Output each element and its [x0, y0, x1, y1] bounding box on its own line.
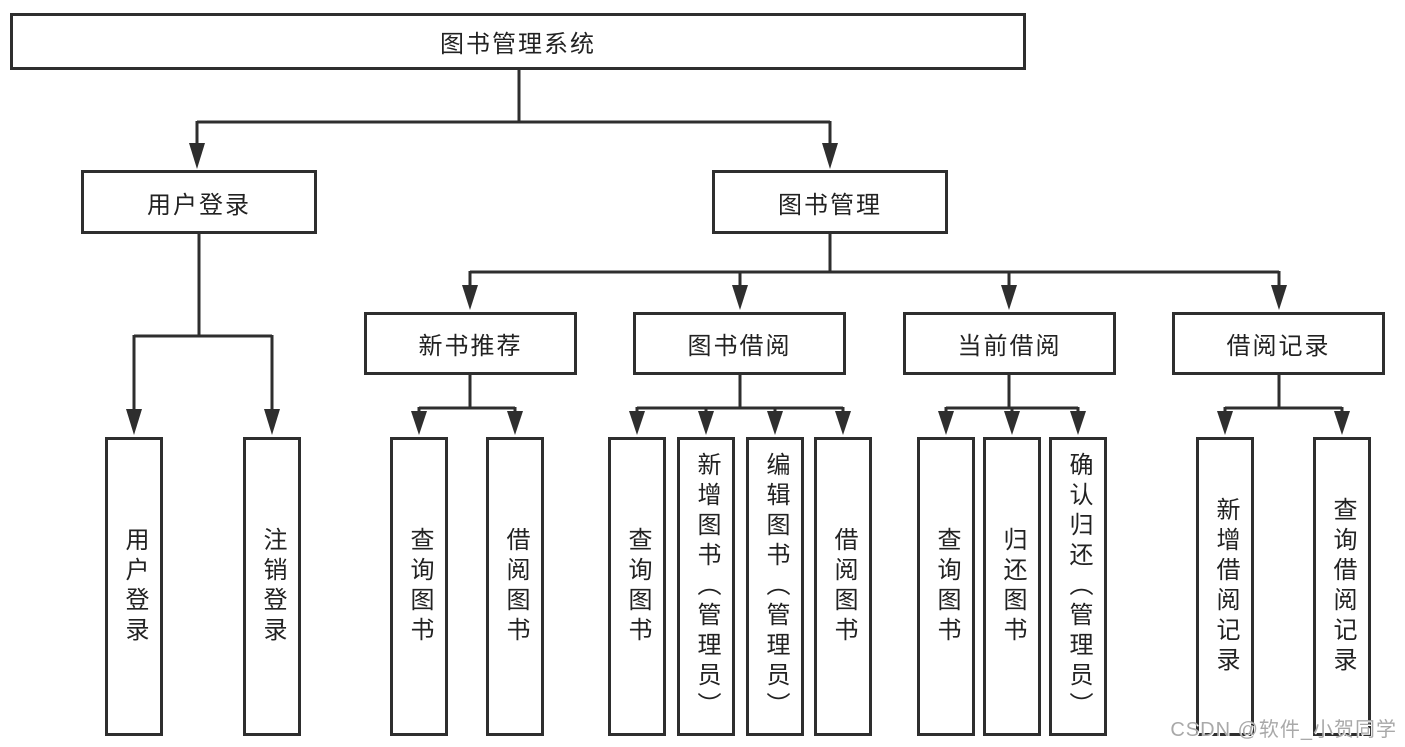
leaf-edit-books-admin: 编辑图书（管理员）	[746, 437, 804, 736]
csdn-watermark: CSDN @软件_小贺同学	[1170, 719, 1397, 741]
node-label: 新增借阅记录	[1212, 496, 1239, 677]
node-label: 当前借阅	[957, 333, 1062, 360]
leaf-borrow-books-recommend: 借阅图书	[486, 437, 544, 736]
node-label: 编辑图书（管理员）	[762, 451, 789, 722]
leaf-query-borrow-record: 查询借阅记录	[1313, 437, 1371, 736]
node-label: 归还图书	[999, 526, 1026, 647]
node-label: 图书借阅	[687, 333, 792, 360]
leaf-query-books-borrow: 查询图书	[608, 437, 666, 736]
leaf-logout: 注销登录	[243, 437, 301, 736]
leaf-borrow-books: 借阅图书	[814, 437, 872, 736]
node-label: 新书推荐	[418, 333, 523, 360]
node-label: 图书管理系统	[440, 31, 596, 58]
node-borrow-records: 借阅记录	[1172, 312, 1385, 375]
node-label: 查询图书	[624, 526, 651, 647]
node-label: 用户登录	[121, 526, 148, 647]
node-label: 借阅记录	[1226, 333, 1331, 360]
leaf-query-books-recommend: 查询图书	[390, 437, 448, 736]
node-label: 查询图书	[406, 526, 433, 647]
node-current-borrow: 当前借阅	[903, 312, 1116, 375]
node-library-management-system: 图书管理系统	[10, 13, 1026, 70]
node-label: 借阅图书	[830, 526, 857, 647]
node-label: 借阅图书	[502, 526, 529, 647]
leaf-confirm-return-admin: 确认归还（管理员）	[1049, 437, 1107, 736]
node-label: 查询借阅记录	[1329, 496, 1356, 677]
leaf-user-login: 用户登录	[105, 437, 163, 736]
node-book-management: 图书管理	[712, 170, 948, 234]
node-label: 确认归还（管理员）	[1065, 451, 1092, 722]
leaf-add-books-admin: 新增图书（管理员）	[677, 437, 735, 736]
node-label: 新增图书（管理员）	[693, 451, 720, 722]
leaf-query-books-current: 查询图书	[917, 437, 975, 736]
node-label: 查询图书	[933, 526, 960, 647]
leaf-return-books: 归还图书	[983, 437, 1041, 736]
node-book-borrow: 图书借阅	[633, 312, 846, 375]
node-label: 用户登录	[147, 191, 251, 219]
node-label: 图书管理	[778, 191, 882, 219]
node-new-book-recommend: 新书推荐	[364, 312, 577, 375]
node-label: 注销登录	[259, 526, 286, 647]
node-user-login: 用户登录	[81, 170, 317, 234]
leaf-add-borrow-record: 新增借阅记录	[1196, 437, 1254, 736]
